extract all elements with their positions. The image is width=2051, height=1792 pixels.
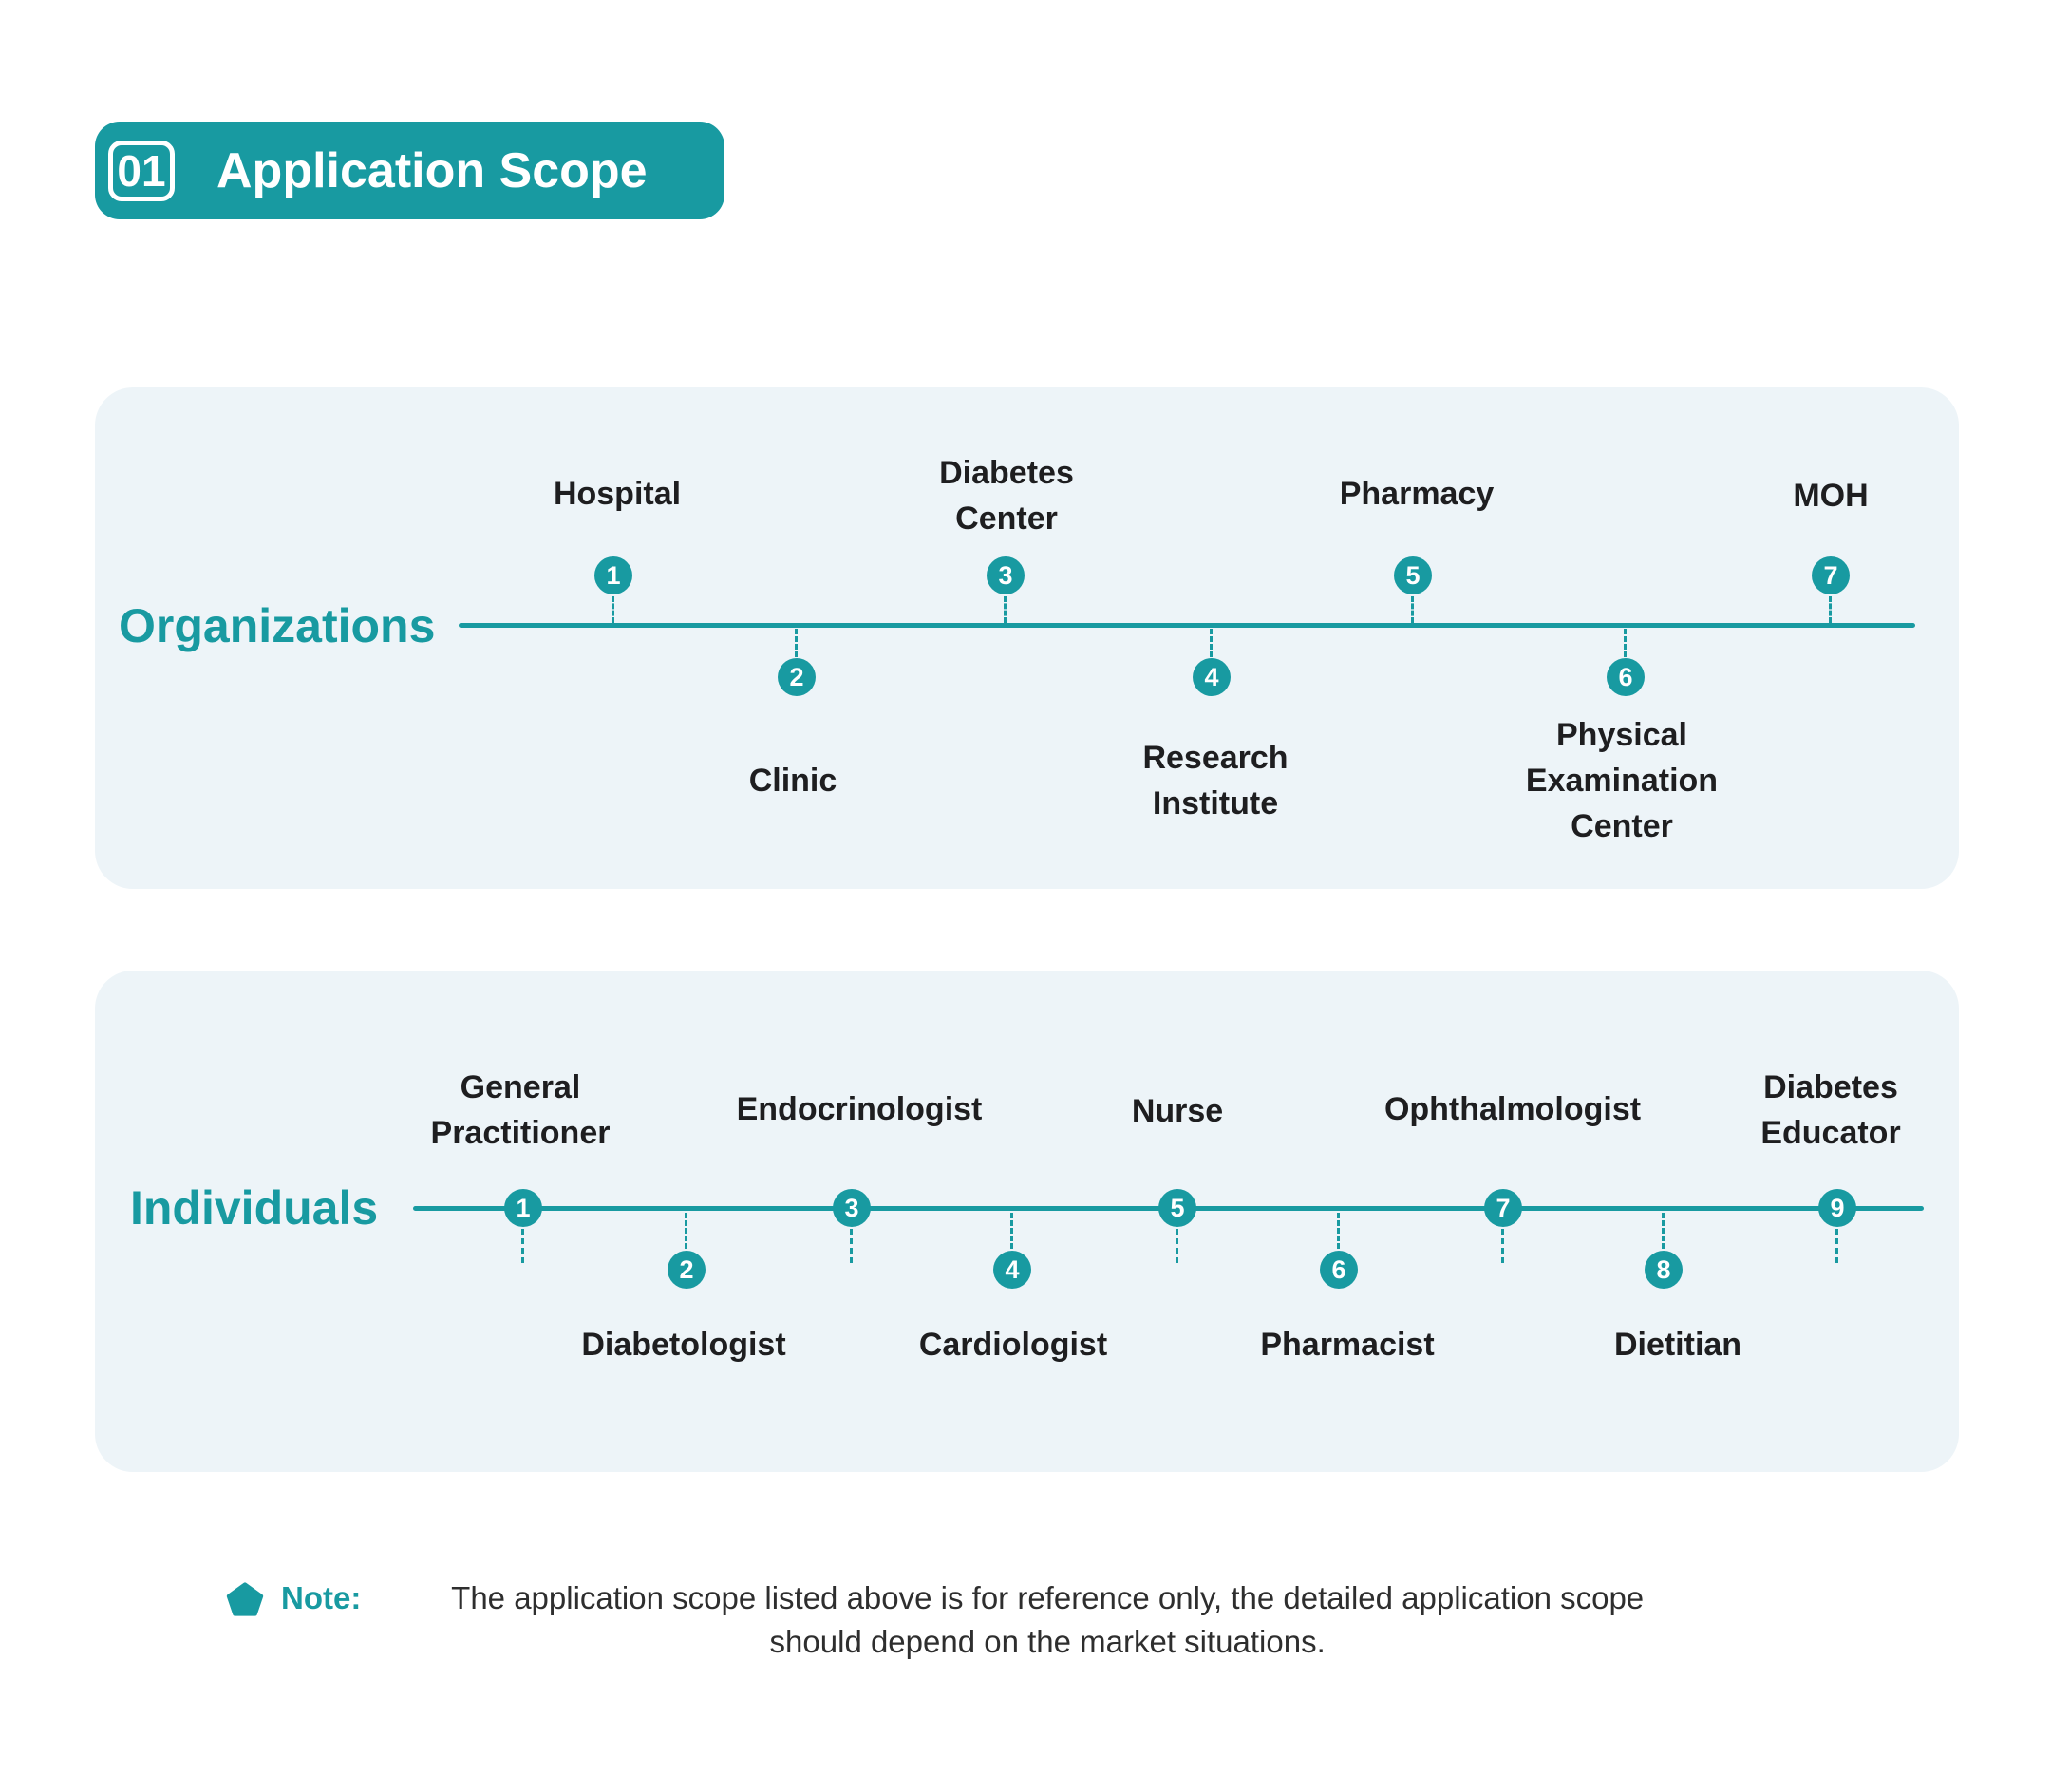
org-node-5-connector [1411, 596, 1414, 623]
ind-node-4-connector [1010, 1213, 1013, 1249]
ind-node-3-label: Endocrinologist [736, 1091, 983, 1127]
ind-node-1-connector [521, 1229, 524, 1263]
org-node-5-circle: 5 [1394, 556, 1432, 594]
org-node-4-circle: 4 [1193, 658, 1231, 696]
ind-node-1-label: General Practitioner [430, 1069, 611, 1151]
ind-node-8-circle: 8 [1645, 1251, 1683, 1289]
note-text-line-1: The application scope listed above is fo… [451, 1580, 1645, 1615]
page-title: Application Scope [216, 142, 648, 198]
ind-node-6-label: Pharmacist [1260, 1327, 1435, 1363]
ind-node-2-label: Diabetologist [581, 1327, 786, 1363]
ind-node-6-connector [1337, 1213, 1340, 1249]
ind-node-4-label: Cardiologist [918, 1327, 1108, 1363]
org-node-6-label: Physical Examination Center [1525, 717, 1719, 844]
ind-node-5-connector [1176, 1229, 1178, 1263]
individuals-label: Individuals [130, 1181, 379, 1235]
ind-node-2-connector [685, 1213, 687, 1249]
org-node-7-connector [1829, 596, 1832, 623]
ind-node-7-circle: 7 [1484, 1189, 1522, 1227]
ind-node-6-circle: 6 [1320, 1251, 1358, 1289]
title-number: 01 [117, 145, 166, 196]
org-node-7-circle: 7 [1812, 556, 1850, 594]
title-badge: 01 Application Scope [95, 122, 724, 219]
org-node-7-label: MOH [1793, 478, 1869, 514]
ind-node-3-connector [850, 1229, 853, 1263]
org-node-2-connector [795, 629, 798, 657]
individuals-panel [95, 971, 1959, 1472]
org-node-3-connector [1004, 596, 1007, 623]
note-label: Note: [281, 1580, 362, 1615]
title-number-box: 01 [108, 140, 175, 201]
ind-node-5-circle: 5 [1158, 1189, 1196, 1227]
org-node-1-circle: 1 [594, 556, 632, 594]
ind-node-9-connector [1835, 1229, 1838, 1263]
org-node-3-label: Diabetes Center [939, 455, 1074, 537]
org-node-2-label: Clinic [748, 763, 837, 799]
ind-node-9-circle: 9 [1818, 1189, 1856, 1227]
ind-node-2-circle: 2 [668, 1251, 706, 1289]
org-node-4-label: Research Institute [1142, 740, 1289, 821]
note: Note: The application scope listed above… [226, 1576, 1717, 1664]
ind-node-7-connector [1501, 1229, 1504, 1263]
org-node-3-circle: 3 [987, 556, 1025, 594]
ind-node-1-circle: 1 [504, 1189, 542, 1227]
ind-node-8-label: Dietitian [1613, 1327, 1742, 1363]
org-node-6-connector [1624, 629, 1627, 657]
note-text-line-2: should depend on the market situations. [769, 1624, 1326, 1659]
org-node-4-connector [1210, 629, 1213, 657]
org-node-1-label: Hospital [553, 476, 682, 512]
ind-node-7-label: Ophthalmologist [1383, 1091, 1642, 1127]
ind-node-8-connector [1662, 1213, 1665, 1249]
org-node-6-circle: 6 [1607, 658, 1645, 696]
ind-node-3-circle: 3 [833, 1189, 871, 1227]
pentagon-icon [226, 1582, 264, 1616]
organizations-label: Organizations [119, 599, 436, 652]
org-node-2-circle: 2 [778, 658, 816, 696]
ind-node-5-label: Nurse [1131, 1093, 1224, 1129]
org-node-5-label: Pharmacy [1339, 476, 1495, 512]
organizations-panel [95, 387, 1959, 889]
organizations-timeline [459, 623, 1915, 628]
ind-node-4-circle: 4 [993, 1251, 1031, 1289]
note-text: The application scope listed above is fo… [378, 1576, 1717, 1664]
org-node-1-connector [612, 596, 614, 623]
ind-node-9-label: Diabetes Educator [1760, 1069, 1901, 1151]
